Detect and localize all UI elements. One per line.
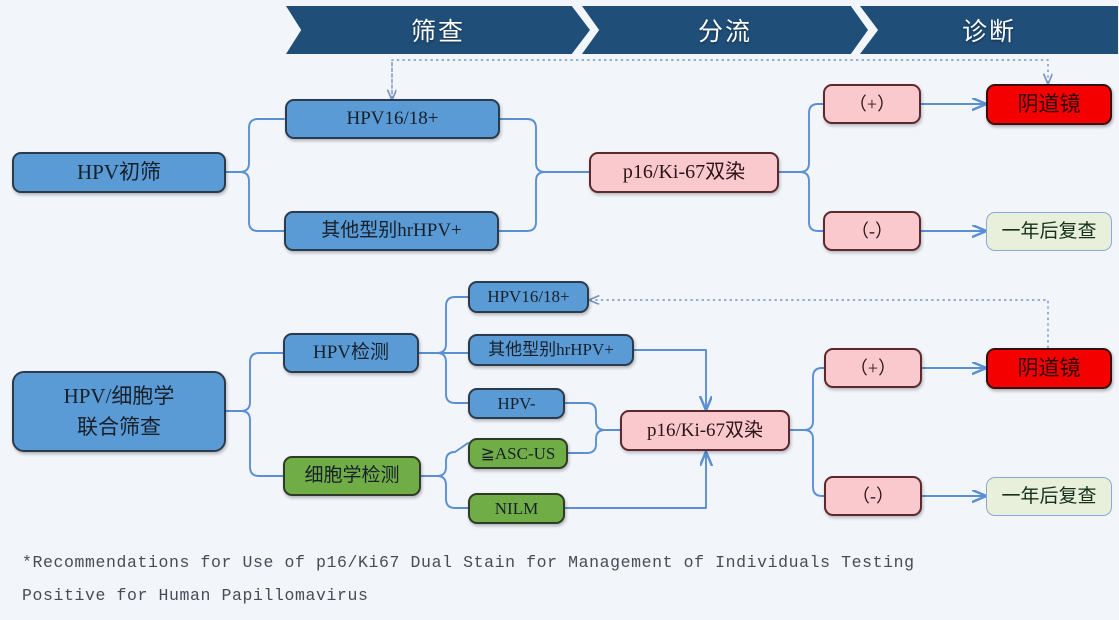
node-bottom-hpv-negative[interactable]: HPV-	[468, 388, 565, 419]
stage-chevron-screening: 筛查	[286, 6, 590, 54]
node-top-hpv1618-positive[interactable]: HPV16/18+	[285, 99, 500, 139]
node-top-outcome-colposcopy[interactable]: 阴道镜	[986, 84, 1112, 125]
node-label: 阴道镜	[1017, 92, 1081, 117]
footnote-line-1: *Recommendations for Use of p16/Ki67 Dua…	[22, 553, 915, 572]
node-label: 细胞学检测	[304, 465, 400, 487]
node-label: 阴道镜	[1017, 356, 1081, 381]
node-bottom-hpv1618-positive[interactable]: HPV16/18+	[468, 281, 589, 313]
stage-chevron-diagnosis: 诊断	[860, 6, 1118, 54]
stage-chevron-triage: 分流	[582, 6, 868, 54]
node-hpv-primary-screening[interactable]: HPV初筛	[12, 152, 226, 193]
node-label: HPV16/18+	[487, 287, 570, 307]
node-top-result-positive[interactable]: （+）	[823, 84, 921, 124]
node-label: HPV初筛	[76, 160, 161, 185]
node-top-outcome-recheck-one-year[interactable]: 一年后复查	[986, 212, 1112, 251]
footnote: *Recommendations for Use of p16/Ki67 Dua…	[22, 546, 1112, 612]
node-label: ≧ASC-US	[480, 443, 556, 463]
node-bottom-nilm[interactable]: NILM	[468, 493, 565, 524]
node-label: p16/Ki-67双染	[646, 419, 764, 441]
node-hpv-test[interactable]: HPV检测	[283, 333, 419, 373]
node-label: （+）	[848, 93, 896, 114]
footnote-line-2: Positive for Human Papillomavirus	[22, 586, 369, 605]
node-label: HPV16/18+	[346, 108, 439, 130]
node-label: （-）	[852, 485, 894, 506]
node-bottom-outcome-colposcopy[interactable]: 阴道镜	[986, 348, 1112, 389]
stage-label-screening: 筛查	[410, 18, 465, 46]
node-label: （-）	[851, 220, 893, 241]
node-bottom-result-negative[interactable]: （-）	[824, 476, 922, 516]
node-bottom-result-positive[interactable]: （+）	[824, 348, 922, 388]
node-label: 一年后复查	[1001, 220, 1097, 242]
node-top-p16ki67-dual-stain[interactable]: p16/Ki-67双染	[589, 152, 779, 193]
node-bottom-p16ki67-dual-stain[interactable]: p16/Ki-67双染	[620, 410, 790, 451]
node-label: HPV-	[497, 393, 536, 413]
node-label: （+）	[849, 357, 897, 378]
node-label: 其他型别hrHPV+	[488, 340, 614, 360]
node-top-other-hrhpv-positive[interactable]: 其他型别hrHPV+	[284, 211, 499, 251]
node-label: p16/Ki-67双染	[622, 161, 746, 183]
stage-label-triage: 分流	[697, 18, 752, 46]
node-bottom-other-hrhpv-positive[interactable]: 其他型别hrHPV+	[468, 334, 634, 366]
node-top-result-negative[interactable]: （-）	[823, 211, 921, 251]
stage-label-diagnosis: 诊断	[961, 18, 1016, 46]
node-label: 其他型别hrHPV+	[321, 220, 462, 242]
node-cytology-test[interactable]: 细胞学检测	[283, 456, 421, 496]
node-label: 一年后复查	[1001, 485, 1097, 507]
node-bottom-asc-us-or-worse[interactable]: ≧ASC-US	[468, 438, 568, 469]
node-label: HPV检测	[312, 342, 389, 364]
node-label: HPV/细胞学 联合筛查	[63, 384, 175, 439]
node-bottom-outcome-recheck-one-year[interactable]: 一年后复查	[986, 477, 1112, 516]
node-label: NILM	[494, 498, 539, 518]
node-hpv-cytology-cotesting[interactable]: HPV/细胞学 联合筛查	[12, 371, 226, 452]
